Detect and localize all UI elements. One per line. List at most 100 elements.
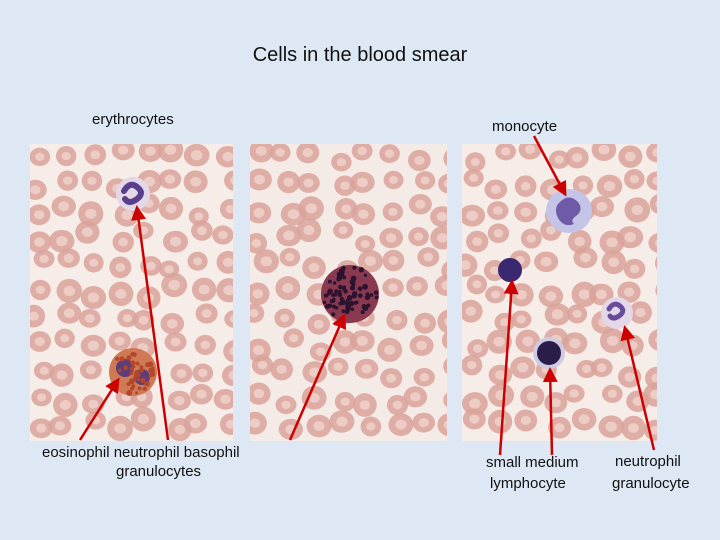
erythrocyte-center bbox=[336, 158, 347, 167]
granule bbox=[351, 293, 357, 299]
erythrocyte-center bbox=[655, 239, 657, 247]
erythrocyte-center bbox=[34, 210, 45, 220]
granule bbox=[327, 289, 332, 293]
erythrocyte-center bbox=[572, 309, 582, 318]
erythrocyte-center bbox=[308, 262, 320, 273]
erythrocyte-center bbox=[87, 176, 97, 185]
erythrocyte-center bbox=[551, 309, 564, 320]
granule bbox=[363, 273, 368, 277]
erythrocyte-center bbox=[443, 420, 447, 429]
erythrocyte-center bbox=[56, 370, 68, 380]
erythrocyte-center bbox=[115, 262, 126, 272]
erythrocyte-center bbox=[230, 176, 233, 185]
erythrocyte-center bbox=[198, 368, 208, 378]
erythrocyte-center bbox=[469, 414, 480, 424]
erythrocyte-center bbox=[174, 395, 185, 406]
erythrocyte-center bbox=[462, 260, 471, 271]
erythrocyte-center bbox=[655, 200, 657, 208]
erythrocyte-center bbox=[470, 158, 480, 167]
arrow-medium-lymphocyte bbox=[542, 367, 558, 456]
erythrocyte-center bbox=[253, 388, 265, 399]
erythrocyte-center bbox=[423, 252, 434, 262]
erythrocyte-center bbox=[517, 362, 529, 373]
granule bbox=[352, 265, 357, 270]
erythrocyte-center bbox=[546, 225, 556, 235]
erythrocyte bbox=[646, 144, 657, 163]
erythrocyte-center bbox=[569, 338, 581, 349]
erythrocyte-center bbox=[358, 209, 369, 219]
erythrocyte-center bbox=[255, 146, 267, 156]
erythrocyte-center bbox=[652, 148, 657, 157]
erythrocyte-center bbox=[493, 228, 504, 238]
erythrocyte-center bbox=[492, 206, 503, 215]
erythrocyte-center bbox=[84, 314, 95, 323]
granule bbox=[119, 356, 125, 362]
erythrocyte-center bbox=[651, 373, 657, 383]
erythrocyte-center bbox=[388, 256, 399, 265]
erythrocyte-center bbox=[115, 288, 127, 299]
erythrocyte-center bbox=[516, 315, 526, 324]
erythrocyte-center bbox=[168, 279, 180, 291]
erythrocyte-center bbox=[467, 360, 477, 370]
erythrocyte-center bbox=[85, 208, 97, 219]
erythrocyte-center bbox=[490, 184, 501, 194]
erythrocyte-center bbox=[305, 203, 317, 214]
erythrocyte bbox=[223, 340, 233, 363]
granule bbox=[331, 292, 336, 298]
erythrocyte-center bbox=[395, 419, 407, 430]
erythrocyte-center bbox=[146, 261, 156, 271]
erythrocyte-center bbox=[225, 205, 233, 214]
granule bbox=[362, 283, 369, 290]
arrow-neutrophil-left bbox=[131, 205, 170, 441]
granule bbox=[350, 307, 355, 312]
erythrocyte-center bbox=[416, 340, 428, 351]
erythrocyte-center bbox=[114, 423, 126, 434]
erythrocyte bbox=[438, 174, 447, 194]
erythrocyte-center bbox=[655, 336, 657, 344]
erythrocyte-center bbox=[606, 335, 619, 346]
erythrocyte-center bbox=[118, 237, 129, 247]
erythrocyte-center bbox=[281, 400, 291, 410]
erythrocyte-center bbox=[257, 360, 268, 370]
erythrocyte-center bbox=[302, 147, 313, 158]
erythrocyte-center bbox=[384, 344, 396, 355]
arrow-small-lymphocyte bbox=[498, 279, 519, 456]
erythrocyte bbox=[224, 310, 233, 328]
erythrocyte-center bbox=[389, 175, 399, 184]
erythrocyte-center bbox=[493, 336, 505, 347]
granule bbox=[115, 356, 120, 362]
granule bbox=[374, 295, 379, 300]
erythrocyte-center bbox=[169, 236, 182, 247]
erythrocyte-center bbox=[364, 256, 377, 267]
erythrocyte bbox=[437, 413, 447, 436]
erythrocytes-label: erythrocytes bbox=[92, 111, 174, 128]
erythrocyte-center bbox=[308, 392, 320, 403]
erythrocyte-center bbox=[63, 308, 75, 318]
erythrocyte-center bbox=[275, 148, 285, 157]
granule bbox=[136, 377, 141, 382]
erythrocyte-center bbox=[200, 340, 211, 350]
erythrocyte bbox=[441, 331, 447, 349]
basophil-cell bbox=[321, 265, 379, 323]
erythrocyte-center bbox=[522, 336, 534, 347]
erythrocyte-center bbox=[333, 362, 343, 371]
erythrocyte-center bbox=[524, 144, 536, 154]
granule bbox=[131, 384, 136, 389]
erythrocyte-center bbox=[164, 265, 174, 274]
erythrocyte bbox=[649, 194, 657, 214]
granule bbox=[132, 365, 136, 369]
erythrocyte-center bbox=[303, 178, 314, 188]
erythrocyte bbox=[443, 392, 447, 408]
eosinophil-cell bbox=[109, 348, 157, 396]
granule bbox=[322, 300, 327, 305]
erythrocyte-center bbox=[60, 334, 70, 343]
erythrocyte-center bbox=[415, 199, 426, 209]
erythrocyte-center bbox=[357, 146, 367, 156]
erythrocyte-center bbox=[35, 285, 46, 295]
neutrophil-cell-right bbox=[601, 297, 633, 329]
erythrocyte-center bbox=[596, 363, 607, 373]
erythrocyte-center bbox=[279, 314, 290, 323]
erythrocyte-center bbox=[603, 181, 616, 192]
erythrocyte-center bbox=[418, 418, 429, 428]
erythrocyte-center bbox=[526, 391, 538, 402]
